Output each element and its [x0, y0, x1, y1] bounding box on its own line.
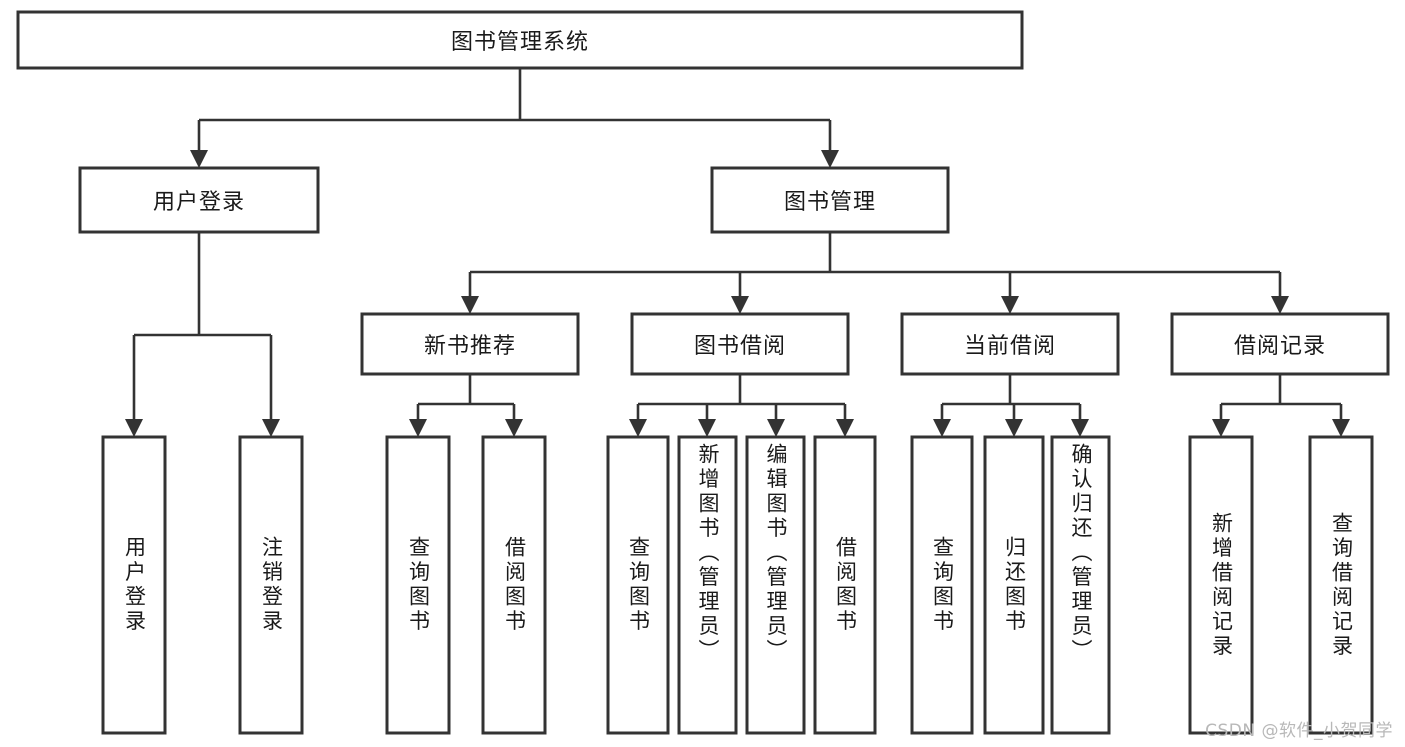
arrowhead-record-leaf1 — [1212, 419, 1230, 437]
arrowhead-current-leaf3 — [1071, 419, 1089, 437]
leaf-box-4[interactable] — [606, 435, 670, 735]
arrowhead-current-leaf1 — [933, 419, 951, 437]
arrowhead-newbook-leaf1 — [409, 419, 427, 437]
leaf-box-7[interactable] — [813, 435, 877, 735]
node-box-new-book-recommend[interactable] — [360, 312, 580, 376]
connector-group-login — [125, 232, 280, 437]
node-box-book-borrow[interactable] — [630, 312, 850, 376]
node-box-current-borrow[interactable] — [900, 312, 1120, 376]
node-box-root[interactable] — [16, 10, 1024, 70]
leaf-box-8[interactable] — [910, 435, 974, 735]
leaf-box-5[interactable] — [677, 435, 738, 735]
arrowhead-newbook-leaf2 — [505, 419, 523, 437]
arrowhead-borrow-leaf3 — [767, 419, 785, 437]
node-box-user-login[interactable] — [78, 166, 320, 234]
arrowhead-login-leaf1 — [125, 419, 143, 437]
arrowhead-record-leaf2 — [1332, 419, 1350, 437]
arrowhead-bm-borrow — [731, 296, 749, 314]
leaf-box-11[interactable] — [1188, 435, 1254, 735]
arrowhead-current-leaf2 — [1005, 419, 1023, 437]
node-box-borrow-record[interactable] — [1170, 312, 1390, 376]
leaf-box-1[interactable] — [238, 435, 304, 735]
leaf-box-6[interactable] — [745, 435, 806, 735]
leaf-box-2[interactable] — [385, 435, 451, 735]
connector-group-newbook — [409, 374, 523, 437]
arrowhead-borrow-leaf4 — [836, 419, 854, 437]
connector-group-root — [190, 68, 839, 168]
connector-group-current — [933, 374, 1089, 437]
leaf-box-3[interactable] — [481, 435, 547, 735]
arrowhead-root-to-login — [190, 150, 208, 168]
arrowhead-bm-current — [1001, 296, 1019, 314]
arrowhead-root-to-bookmgmt — [821, 150, 839, 168]
arrowhead-login-leaf2 — [262, 419, 280, 437]
connector-group-bookmgmt — [461, 232, 1289, 314]
leaf-box-12[interactable] — [1308, 435, 1374, 735]
arrowhead-bm-record — [1271, 296, 1289, 314]
arrowhead-borrow-leaf1 — [629, 419, 647, 437]
node-box-book-management[interactable] — [710, 166, 950, 234]
node-boxes — [16, 10, 1390, 735]
leaf-box-0[interactable] — [101, 435, 167, 735]
arrowhead-bm-newbook — [461, 296, 479, 314]
leaf-box-10[interactable] — [1050, 435, 1111, 735]
leaf-box-9[interactable] — [983, 435, 1045, 735]
connector-group-borrow — [629, 374, 854, 437]
connector-group-record — [1212, 374, 1350, 437]
arrowhead-borrow-leaf2 — [698, 419, 716, 437]
